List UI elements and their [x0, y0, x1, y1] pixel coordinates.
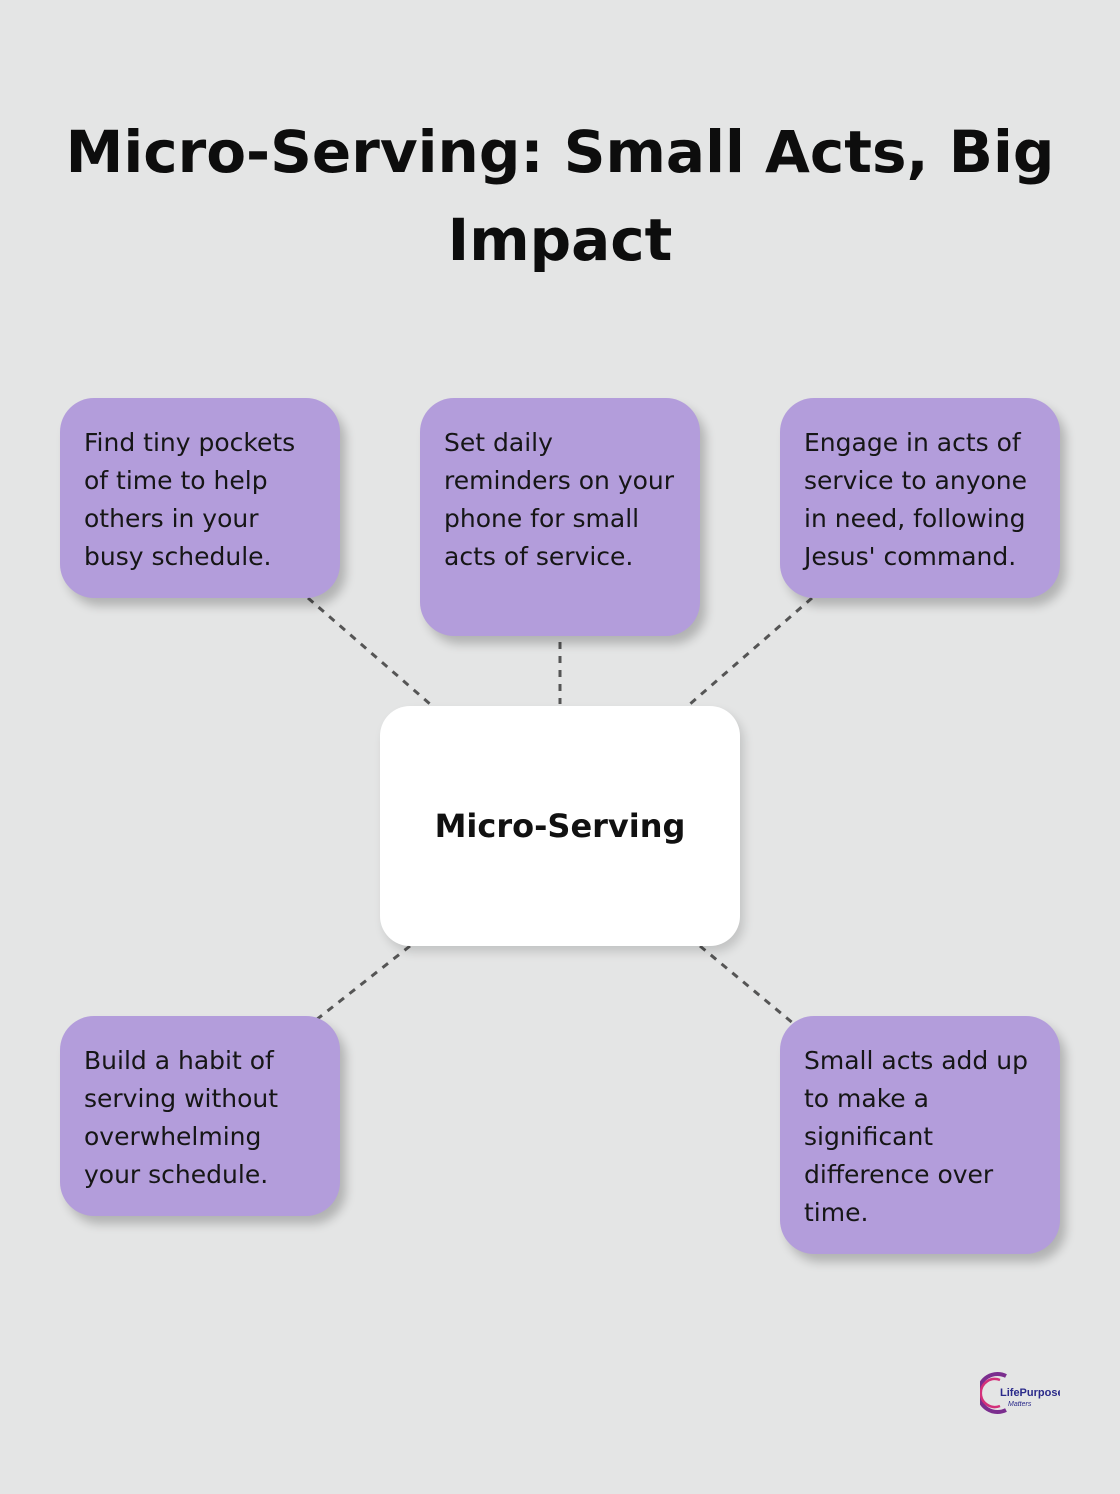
center-node: Micro-Serving [380, 706, 740, 946]
connector-top-left [307, 596, 431, 706]
card-small-acts: Small acts add up to make a significant … [780, 1016, 1060, 1254]
center-label: Micro-Serving [434, 807, 686, 845]
card-daily-reminders: Set daily reminders on your phone for sm… [420, 398, 700, 636]
svg-text:LifePurpose: LifePurpose [1000, 1387, 1060, 1399]
svg-text:Matters: Matters [1008, 1401, 1032, 1408]
card-find-time: Find tiny pockets of time to help others… [60, 398, 340, 598]
card-build-habit: Build a habit of serving without overwhe… [60, 1016, 340, 1216]
connector-bottom-right [699, 944, 795, 1026]
connector-top-right [689, 596, 813, 706]
card-acts-of-service: Engage in acts of service to anyone in n… [780, 398, 1060, 598]
connector-bottom-left [315, 944, 411, 1022]
lifepurpose-logo-icon: LifePurpose Matters [980, 1372, 1060, 1414]
page-title: Micro-Serving: Small Acts, Big Impact [65, 118, 1055, 274]
